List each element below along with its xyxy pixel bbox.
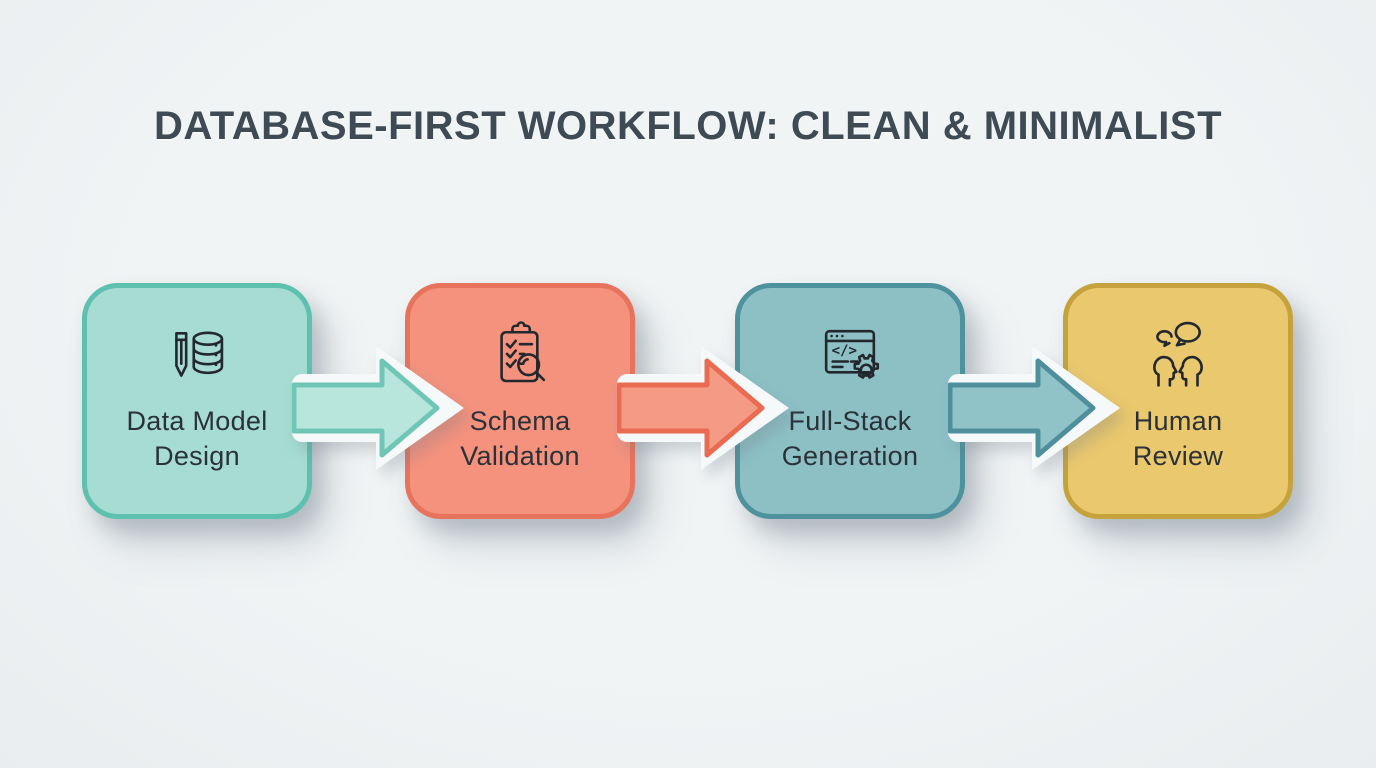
step-label-line2: Generation [781, 441, 919, 471]
step-label-line1: Schema [469, 406, 571, 436]
pencil-database-icon [158, 316, 236, 394]
step-label: Data Model Design [126, 404, 267, 474]
step-label-line1: Human [1133, 406, 1223, 436]
step-label-line1: Full-Stack [788, 406, 912, 436]
code-glyph: </> [832, 343, 857, 359]
diagram-title: DATABASE-FIRST WORKFLOW: CLEAN & MINIMAL… [153, 104, 1223, 148]
arrow-right-icon [292, 346, 464, 470]
clipboard-check-magnifier-icon [481, 316, 559, 394]
step-label-line2: Design [154, 441, 240, 471]
step-label: Human Review [1133, 404, 1223, 474]
step-label-line2: Validation [460, 441, 580, 471]
step-label: Schema Validation [460, 404, 580, 474]
step-label-line2: Review [1132, 441, 1224, 471]
arrow-right-icon [948, 346, 1120, 470]
step-label-line1: Data Model [126, 406, 268, 436]
people-chat-icon [1139, 316, 1217, 394]
step-label: Full-Stack Generation [782, 404, 919, 474]
code-window-gear-icon: </> [811, 316, 889, 394]
step-data-model-design: Data Model Design [82, 283, 312, 519]
arrow-right-icon [617, 346, 789, 470]
